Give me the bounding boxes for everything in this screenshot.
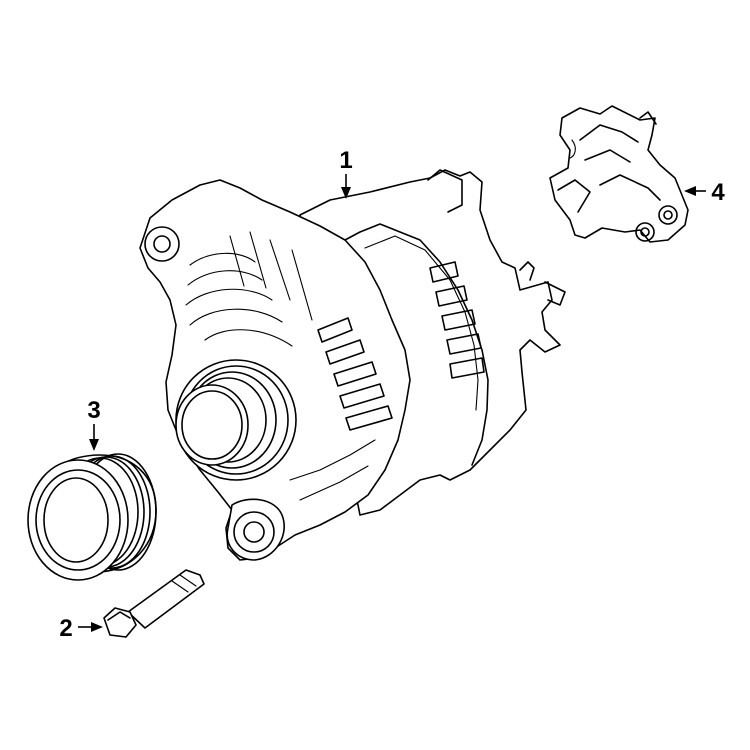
callout-1-label: 1 <box>339 147 352 174</box>
callout-4-arrowhead <box>684 186 696 196</box>
callout-1-arrowhead <box>341 187 351 199</box>
alternator-pulley <box>175 359 297 481</box>
callout-2: 2 <box>59 615 103 642</box>
callout-3-label: 3 <box>87 397 100 424</box>
callout-2-label: 2 <box>59 615 72 642</box>
pulley-drawing[interactable] <box>27 453 157 581</box>
callout-4-label: 4 <box>711 179 725 206</box>
vent-slots <box>317 261 485 431</box>
callout-2-arrowhead <box>91 622 103 632</box>
callout-3-arrowhead <box>89 439 99 451</box>
regulator-drawing[interactable] <box>549 105 689 243</box>
callout-4: 4 <box>684 179 725 206</box>
bolt-drawing[interactable] <box>103 569 205 638</box>
callout-3: 3 <box>87 397 101 451</box>
callout-1: 1 <box>339 147 353 199</box>
alternator-drawing[interactable] <box>139 169 566 561</box>
